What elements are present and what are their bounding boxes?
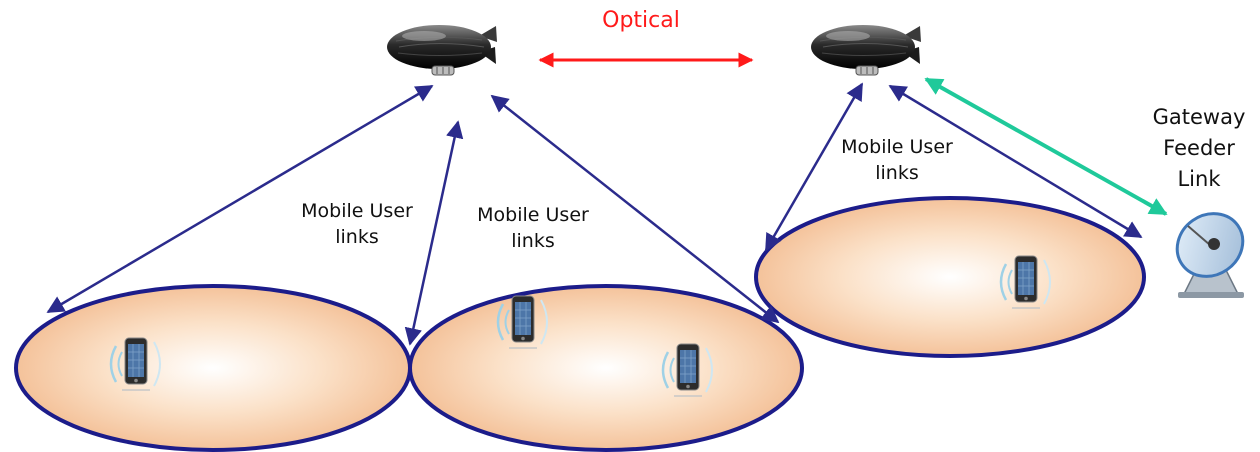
optical-link-label: Optical — [602, 8, 680, 33]
gateway-feeder-link-label: Gateway Feeder Link — [1140, 102, 1258, 195]
label-line: Link — [1177, 167, 1221, 191]
label-line: Mobile User — [301, 200, 413, 222]
label-line: Feeder — [1163, 136, 1235, 160]
mobile-user-links-label-left: Mobile User links — [282, 198, 432, 250]
coverage-cell-right — [754, 196, 1146, 358]
user-link-arrow — [46, 84, 434, 314]
label-line: links — [511, 230, 555, 252]
coverage-cell-left — [14, 284, 412, 452]
label-line: links — [335, 226, 379, 248]
user-link-arrow — [404, 120, 464, 346]
label-line: Gateway — [1152, 105, 1246, 129]
coverage-cell-middle — [408, 284, 804, 452]
mobile-user-links-label-right: Mobile User links — [822, 134, 972, 186]
airship-icon — [810, 24, 922, 76]
user-link-arrow — [764, 82, 864, 252]
satellite-dish-icon — [1175, 212, 1245, 298]
mobile-user-links-label-middle: Mobile User links — [458, 202, 608, 254]
label-line: Mobile User — [841, 136, 953, 158]
label-line: links — [875, 162, 919, 184]
airship-icon — [386, 24, 498, 76]
label-line: Mobile User — [477, 204, 589, 226]
feeder-link-arrow — [924, 77, 1168, 216]
user-link-arrow — [490, 94, 780, 324]
